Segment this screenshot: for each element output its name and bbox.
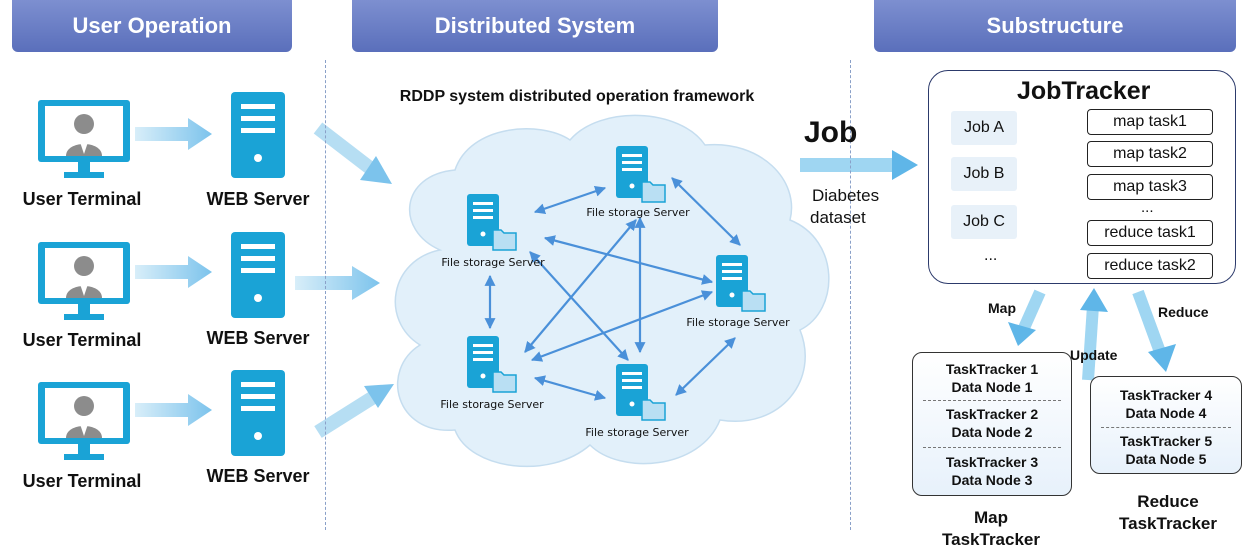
user-terminal-label: User Terminal bbox=[22, 471, 142, 491]
job-c-box: Job C bbox=[951, 205, 1017, 239]
file-storage-server-icon bbox=[616, 364, 666, 421]
tasktracker-5-label: TaskTracker 5 bbox=[1119, 433, 1213, 449]
dataset-label-line2: dataset bbox=[810, 208, 866, 227]
user-terminal-icon bbox=[38, 100, 130, 178]
reduce-tasktracker-caption-line2: TaskTracker bbox=[1119, 514, 1217, 533]
jobtracker-title: JobTracker bbox=[1017, 77, 1151, 105]
job-b-box: Job B bbox=[951, 157, 1017, 191]
web-server-label: WEB Server bbox=[206, 328, 310, 348]
reduce-task2-box: reduce task2 bbox=[1087, 253, 1213, 279]
reduce-tasktracker-caption-line1: Reduce bbox=[1137, 492, 1199, 511]
map-task2-box: map task2 bbox=[1087, 141, 1213, 167]
divider-left bbox=[325, 60, 326, 530]
server-to-cloud-arrow-1 bbox=[313, 122, 392, 184]
map-task3-box: map task3 bbox=[1087, 174, 1213, 200]
user-terminal-icon bbox=[38, 242, 130, 320]
reduce-tasktracker-box: TaskTracker 4 Data Node 4 TaskTracker 5 … bbox=[1090, 376, 1242, 474]
file-storage-server-label: File storage Server bbox=[585, 426, 689, 439]
update-flow-label: Update bbox=[1070, 347, 1118, 363]
update-arrow bbox=[1080, 288, 1108, 381]
header-user-operation: User Operation bbox=[12, 0, 292, 52]
map-task1-box: map task1 bbox=[1087, 109, 1213, 135]
reduce-task1-box: reduce task1 bbox=[1087, 220, 1213, 246]
file-storage-server-icon bbox=[467, 194, 517, 251]
job-ellipsis: ... bbox=[984, 247, 998, 264]
dataset-label-line1: Diabetes bbox=[812, 186, 880, 205]
web-server-icon bbox=[231, 370, 285, 456]
terminal-to-server-arrow-1 bbox=[135, 118, 212, 150]
data-node-1-label: Data Node 1 bbox=[951, 379, 1033, 395]
header-distributed-system: Distributed System bbox=[352, 0, 718, 52]
file-storage-server-label: File storage Server bbox=[440, 398, 544, 411]
tasktracker-3-label: TaskTracker 3 bbox=[945, 454, 1039, 470]
file-storage-server-icon bbox=[616, 146, 666, 203]
web-server-label: WEB Server bbox=[206, 466, 310, 486]
framework-title: RDDP system distributed operation framew… bbox=[399, 88, 755, 105]
web-server-icon bbox=[231, 232, 285, 318]
map-tasktracker-caption-line2: TaskTracker bbox=[942, 530, 1040, 549]
job-arrow bbox=[800, 150, 918, 180]
jobtracker-box: JobTracker Job A Job B Job C ... map tas… bbox=[928, 70, 1236, 284]
file-storage-server-icon bbox=[716, 255, 766, 312]
data-node-2-label: Data Node 2 bbox=[951, 424, 1033, 440]
map-flow-label: Map bbox=[988, 300, 1016, 316]
file-storage-server-icon bbox=[467, 336, 517, 393]
tasktracker-1-label: TaskTracker 1 bbox=[945, 361, 1039, 377]
web-server-icon bbox=[231, 92, 285, 178]
file-storage-server-label: File storage Server bbox=[686, 316, 790, 329]
web-server-label: WEB Server bbox=[206, 189, 310, 209]
data-node-3-label: Data Node 3 bbox=[951, 472, 1033, 488]
data-node-5-label: Data Node 5 bbox=[1125, 451, 1207, 467]
server-to-cloud-arrow-3 bbox=[314, 384, 394, 438]
separator bbox=[923, 400, 1061, 401]
reduce-flow-label: Reduce bbox=[1158, 304, 1209, 320]
separator bbox=[1101, 427, 1231, 428]
server-to-cloud-arrow-2 bbox=[295, 266, 380, 300]
network-links bbox=[484, 177, 741, 401]
user-terminal-label: User Terminal bbox=[22, 330, 142, 350]
job-label: Job bbox=[804, 116, 858, 149]
file-storage-server-label: File storage Server bbox=[441, 256, 545, 269]
tasktracker-4-label: TaskTracker 4 bbox=[1119, 387, 1213, 403]
terminal-to-server-arrow-2 bbox=[135, 256, 212, 288]
divider-right bbox=[850, 60, 851, 530]
file-storage-server-label: File storage Server bbox=[586, 206, 690, 219]
tasktracker-2-label: TaskTracker 2 bbox=[945, 406, 1039, 422]
map-tasktracker-box: TaskTracker 1 Data Node 1 TaskTracker 2 … bbox=[912, 352, 1072, 496]
data-node-4-label: Data Node 4 bbox=[1125, 405, 1207, 421]
user-terminal-icon bbox=[38, 382, 130, 460]
user-terminal-label: User Terminal bbox=[22, 189, 142, 209]
terminal-to-server-arrow-3 bbox=[135, 394, 212, 426]
separator bbox=[923, 447, 1061, 448]
reduce-arrow bbox=[1132, 289, 1176, 372]
map-tasktracker-caption-line1: Map bbox=[974, 508, 1008, 527]
map-arrow bbox=[1008, 289, 1046, 346]
header-substructure: Substructure bbox=[874, 0, 1236, 52]
job-a-box: Job A bbox=[951, 111, 1017, 145]
task-ellipsis: ... bbox=[1141, 199, 1154, 216]
